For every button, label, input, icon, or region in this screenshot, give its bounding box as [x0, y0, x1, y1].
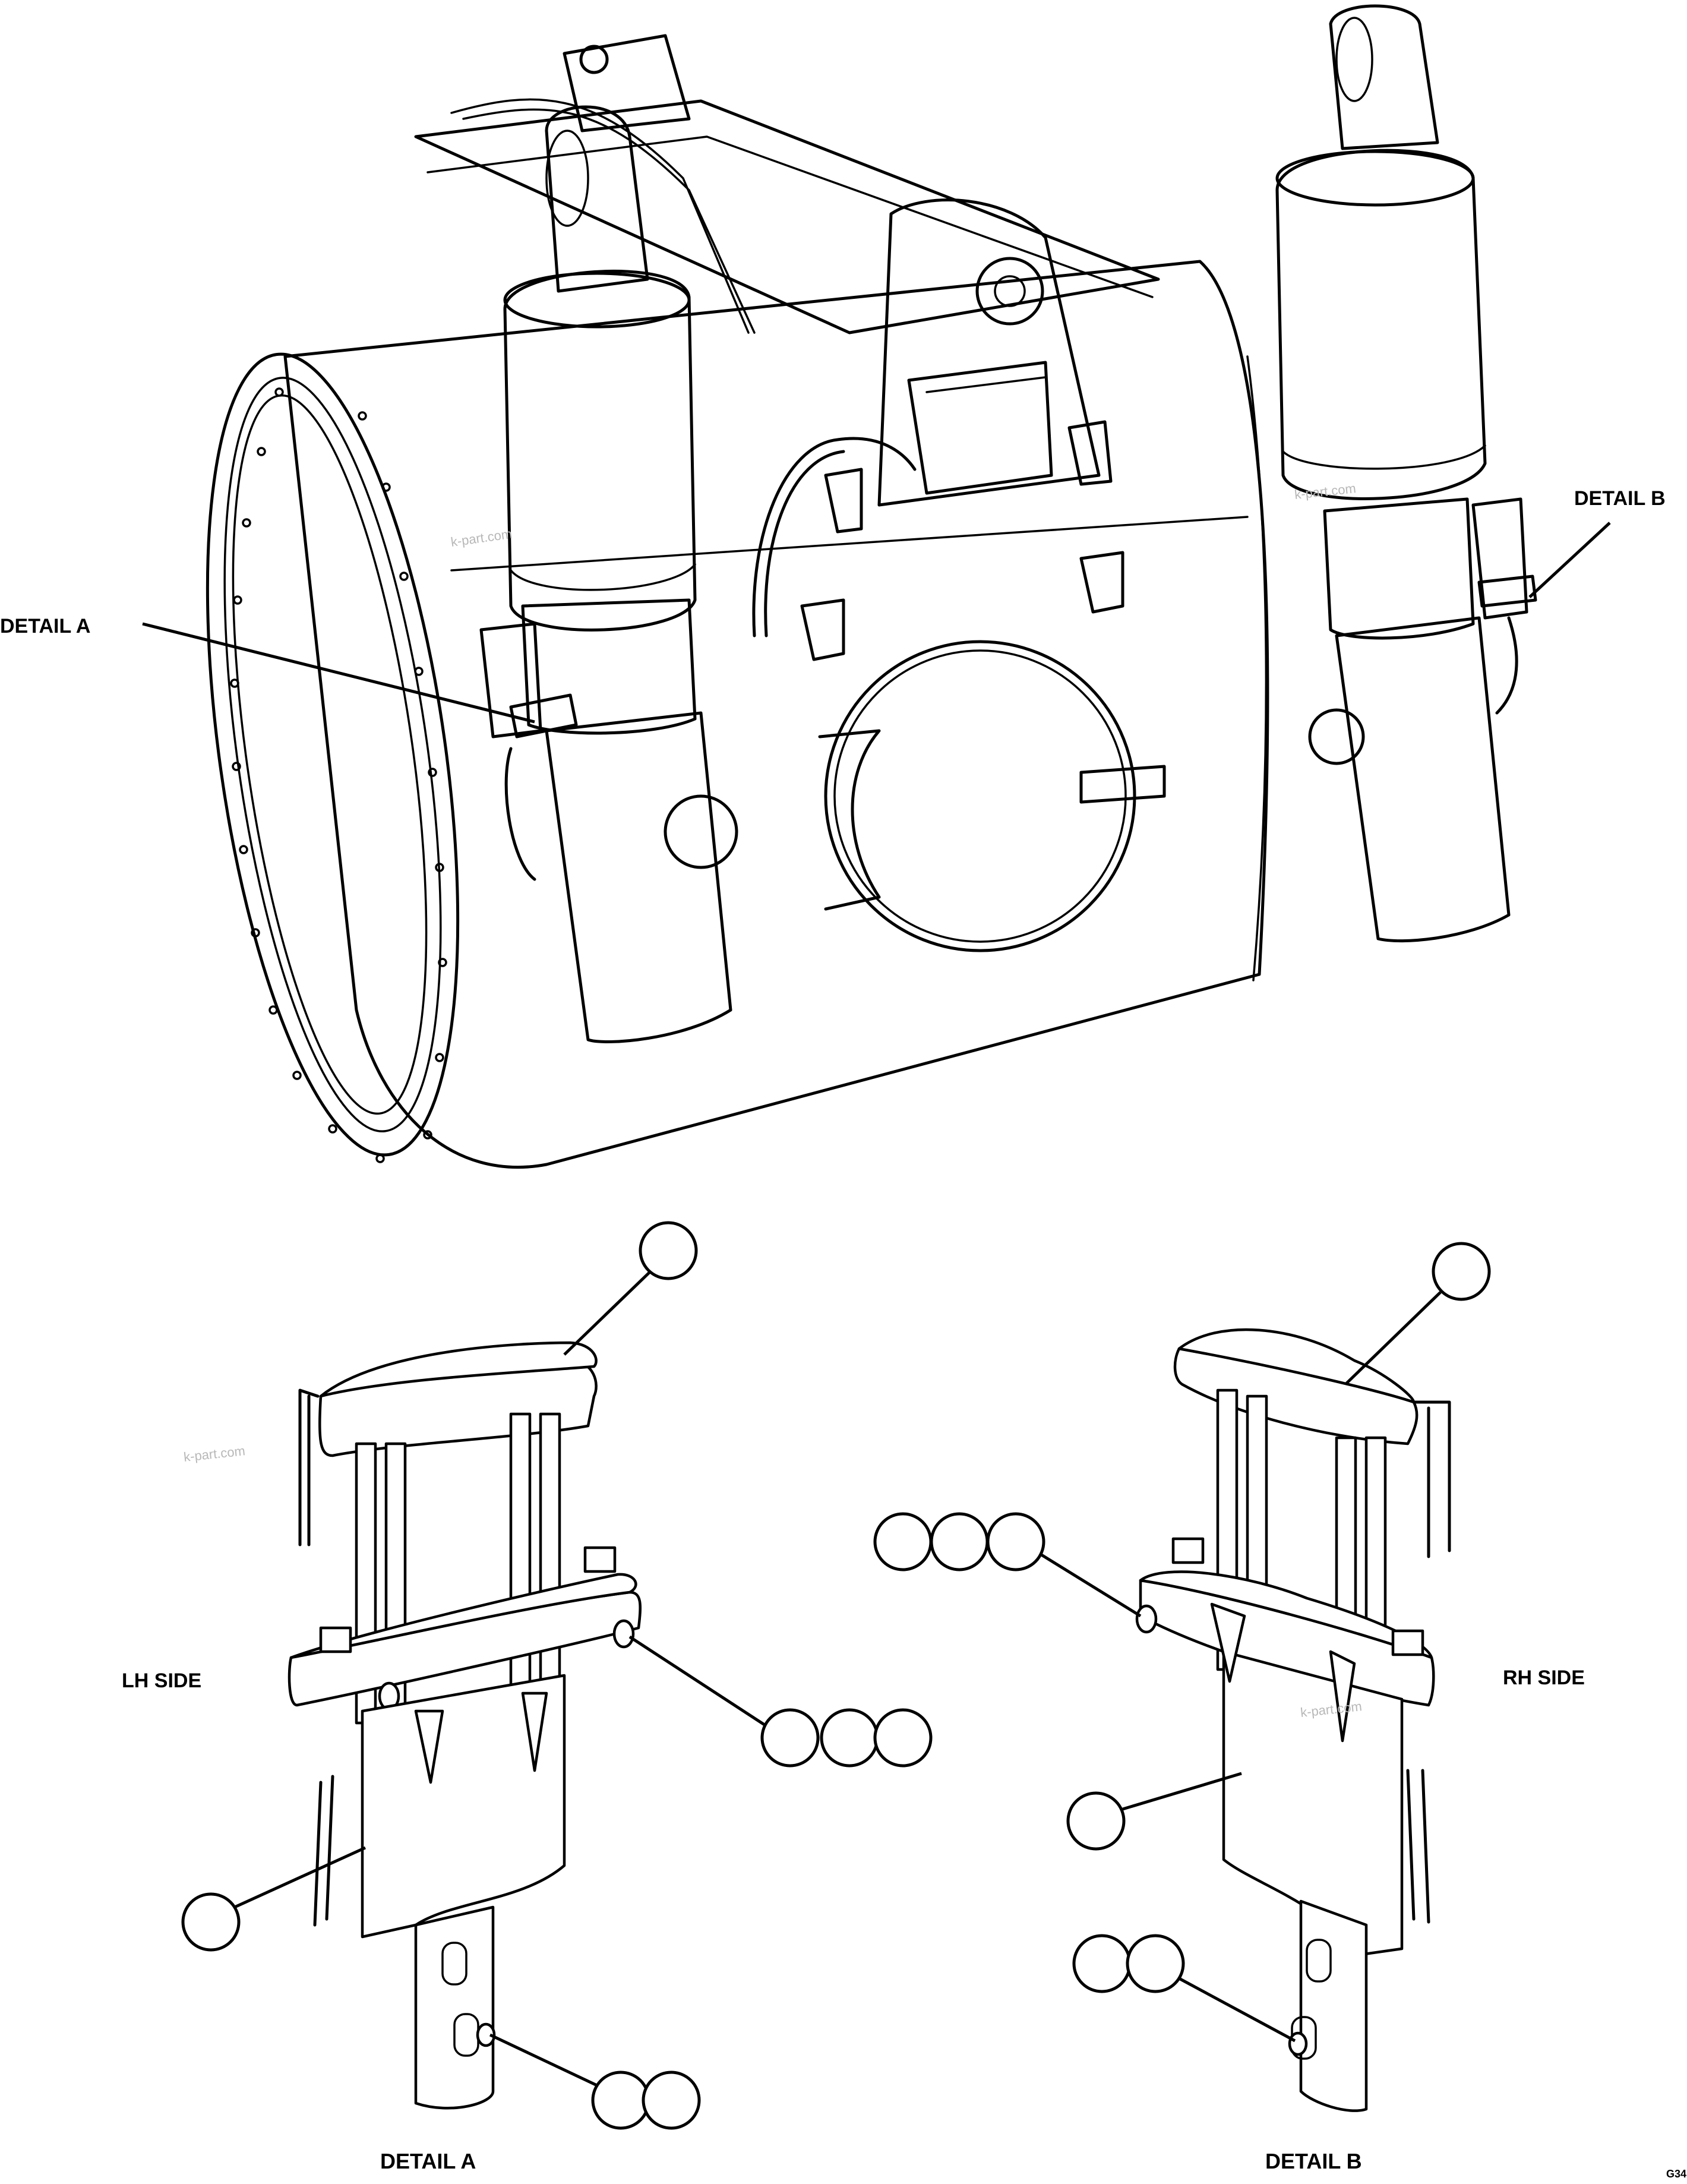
- detail-a-caption: DETAIL A: [380, 2149, 476, 2173]
- callout-leader: [1122, 1772, 1242, 1811]
- callout-bubble: [820, 1708, 879, 1768]
- callout-bubble: [639, 1221, 698, 1280]
- callout-leader: [563, 1270, 652, 1356]
- lh-side-label: LH SIDE: [122, 1669, 201, 1692]
- callout-leader: [628, 1635, 767, 1728]
- detail-a-leader: [142, 622, 535, 724]
- callout-leader: [1344, 1291, 1442, 1385]
- callout-bubble: [873, 1512, 933, 1571]
- callout-bubble: [930, 1512, 989, 1571]
- callout-bubble: [1066, 1791, 1126, 1851]
- callout-bubble: [1072, 1934, 1132, 1993]
- callout-bubble: [591, 2071, 650, 2130]
- main-assembly-illustration: [206, 4, 1537, 1169]
- watermark: k-part.com: [183, 1443, 246, 1465]
- callout-bubble: [760, 1708, 820, 1768]
- detail-b-label: DETAIL B: [1574, 487, 1666, 510]
- rh-side-label: RH SIDE: [1503, 1667, 1585, 1689]
- callout-bubble: [181, 1892, 241, 1952]
- callout-bubble: [986, 1512, 1045, 1571]
- callout-leader: [233, 1846, 367, 1909]
- callout-leader: [1178, 1977, 1296, 2043]
- callout-bubble: [1126, 1934, 1185, 1993]
- callout-bubble: [642, 2071, 701, 2130]
- detail-a-illustration: [288, 1341, 642, 2110]
- callout-leader: [489, 2033, 598, 2087]
- callout-leader: [1038, 1552, 1142, 1618]
- detail-b-leader: [1528, 522, 1611, 598]
- callout-bubble: [1432, 1242, 1491, 1301]
- detail-b-caption: DETAIL B: [1265, 2149, 1362, 2173]
- callout-bubble: [873, 1708, 933, 1768]
- detail-a-label: DETAIL A: [0, 615, 90, 637]
- figure-code: G3453: [1666, 2168, 1687, 2180]
- watermark: k-part.com: [450, 526, 513, 550]
- detail-b-illustration: [1135, 1328, 1451, 2112]
